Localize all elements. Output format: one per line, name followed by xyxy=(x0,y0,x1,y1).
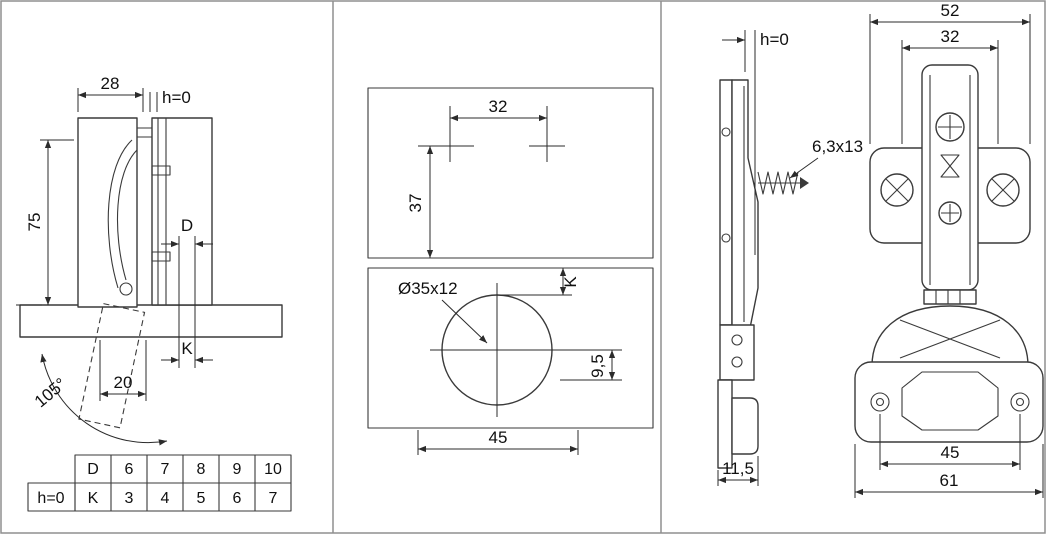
dim-52: 52 xyxy=(869,1,1031,144)
dim-K: K xyxy=(161,339,213,364)
cabinet-panel xyxy=(19,304,283,338)
dk-table: D 6 7 8 9 10 h=0 K 3 4 5 6 7 xyxy=(27,454,292,512)
dim-D: D xyxy=(161,216,213,368)
dim-angle-105: 105° xyxy=(31,353,168,446)
dim-11-5: 11,5 xyxy=(717,456,759,486)
mounting-screw xyxy=(151,165,171,176)
dim-28-label: 28 xyxy=(101,74,120,93)
dim-45-front-label: 45 xyxy=(941,443,960,462)
table-cell: 8 xyxy=(197,461,206,478)
table-cell: 7 xyxy=(161,461,170,478)
cup-drilling-outline xyxy=(367,267,654,429)
dim-h0-side: h=0 xyxy=(722,30,789,255)
dim-45-front: 45 xyxy=(879,414,1021,470)
hourglass-cutout xyxy=(940,154,960,178)
table-cell: 3 xyxy=(125,490,134,507)
phillips-screw-right xyxy=(986,173,1020,207)
table-cell: 9 xyxy=(233,461,242,478)
table-cell: 10 xyxy=(264,461,282,478)
screw-size-label: 6,3x13 xyxy=(812,137,863,156)
dim-28: 28 xyxy=(77,74,144,112)
dim-11-5-label: 11,5 xyxy=(722,459,754,478)
angle-105-label: 105° xyxy=(31,374,70,411)
cup-flange xyxy=(854,361,1044,443)
side-panel xyxy=(151,117,213,306)
cup-diameter-label: Ø35x12 xyxy=(398,279,458,298)
left-panel: 28 h=0 75 D K 20 xyxy=(16,74,292,512)
dim-61-label: 61 xyxy=(940,471,959,490)
plate-drilling-view: 32 37 xyxy=(367,87,654,259)
cup-dome xyxy=(871,305,1029,367)
euro-screw-with-spring xyxy=(757,171,809,195)
hinge-side-view xyxy=(717,79,809,469)
cup-octagon xyxy=(901,371,999,431)
dim-37-label: 37 xyxy=(406,194,425,213)
phillips-screw-left xyxy=(880,173,914,207)
dim-61: 61 xyxy=(854,444,1044,498)
mounting-screw xyxy=(151,251,171,262)
table-h0-cell xyxy=(27,482,76,512)
hinge-pivot xyxy=(119,282,133,296)
dim-20: 20 xyxy=(99,340,147,401)
hinge-knuckle xyxy=(923,289,977,305)
dim-h0-label: h=0 xyxy=(162,88,191,107)
middle-panel: 32 37 Ø35x12 K 9,5 45 xyxy=(367,87,654,455)
flange-hole-right xyxy=(1010,392,1030,412)
hinge-section-view xyxy=(19,117,283,429)
dim-75-label: 75 xyxy=(25,213,44,232)
table-h0-label: h=0 xyxy=(37,490,64,507)
dim-h0-side-label: h=0 xyxy=(760,30,789,49)
dim-52-label: 52 xyxy=(941,1,960,20)
dim-k-label: K xyxy=(561,276,580,288)
dim-h0: h=0 xyxy=(149,88,191,112)
dim-32-front: 32 xyxy=(901,27,999,144)
dim-32-front-label: 32 xyxy=(941,27,960,46)
dim-9-5-label: 9,5 xyxy=(588,354,607,378)
plate-drilling-outline xyxy=(367,87,654,259)
table-row-k-label: K xyxy=(88,490,99,507)
table-cell: 7 xyxy=(269,490,278,507)
hinge-arm-link xyxy=(137,127,152,138)
cup-drilling-view: Ø35x12 K 9,5 45 xyxy=(367,267,654,455)
dim-32-label: 32 xyxy=(489,97,508,116)
table-cell: 5 xyxy=(197,490,206,507)
door-panel xyxy=(77,117,138,308)
table-cell: 6 xyxy=(233,490,242,507)
dim-75: 75 xyxy=(16,139,74,306)
right-panel: h=0 6,3x13 11,5 xyxy=(717,1,1044,498)
table-cell: 4 xyxy=(161,490,170,507)
adjustment-screw-bottom xyxy=(938,201,962,225)
dim-45-label: 45 xyxy=(489,428,508,447)
dim-k-label: K xyxy=(181,339,193,358)
hinge-front-view xyxy=(854,64,1044,443)
dim-d-label: D xyxy=(181,216,193,235)
table-row-d-label: D xyxy=(87,461,99,478)
dim-20-label: 20 xyxy=(114,373,133,392)
flange-hole-left xyxy=(870,392,890,412)
table-cell: 6 xyxy=(125,461,134,478)
dim-screw: 6,3x13 xyxy=(789,137,863,179)
adjustment-screw-top xyxy=(935,112,965,142)
